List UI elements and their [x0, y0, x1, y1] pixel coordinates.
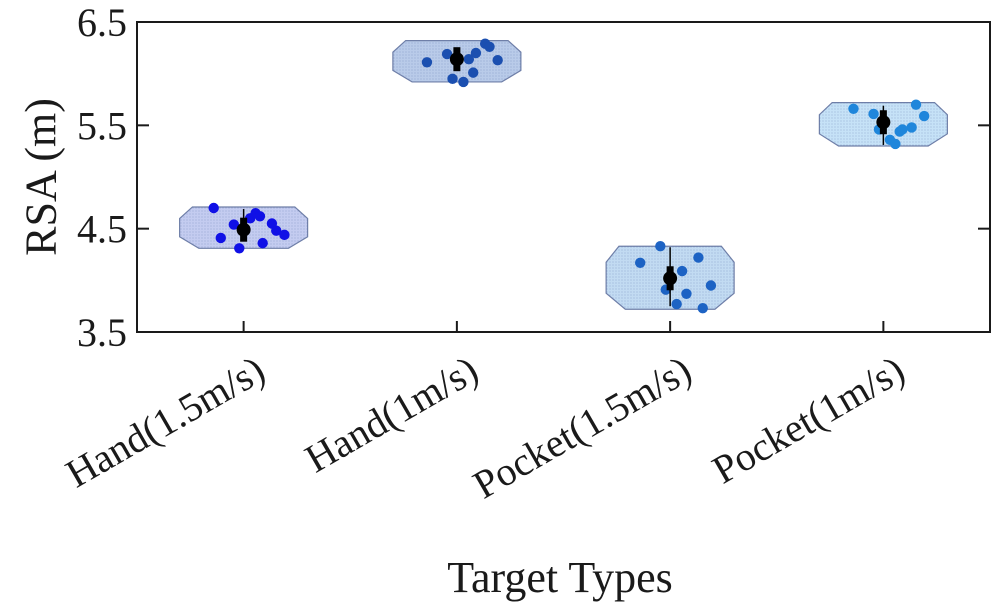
- data-point: [234, 243, 245, 254]
- y-axis: 3.5 4.5 5.5 6.5: [77, 0, 990, 355]
- data-point: [271, 225, 282, 236]
- data-point: [868, 108, 879, 120]
- data-point: [848, 103, 859, 115]
- y-axis-title: RSA (m): [16, 98, 65, 256]
- data-point: [458, 76, 469, 88]
- data-point: [208, 202, 219, 214]
- data-point: [447, 73, 458, 85]
- data-point: [470, 47, 482, 59]
- data-point: [655, 241, 666, 252]
- mean-marker: [236, 222, 251, 237]
- data-point: [671, 298, 682, 310]
- data-point: [635, 257, 646, 268]
- data-point: [215, 232, 226, 244]
- data-point: [492, 55, 503, 66]
- data-point: [681, 288, 692, 299]
- data-point: [254, 211, 266, 222]
- mean-marker: [663, 271, 678, 286]
- data-point: [697, 303, 708, 314]
- data-point: [705, 280, 717, 291]
- violin-0: [179, 202, 309, 254]
- y-tick-label: 4.5: [77, 207, 127, 252]
- violin-3: [818, 99, 948, 150]
- data-point: [228, 219, 240, 230]
- data-point: [467, 67, 479, 78]
- data-point: [257, 237, 268, 249]
- data-point: [918, 110, 930, 122]
- data-point: [463, 54, 475, 65]
- data-point: [484, 41, 495, 52]
- x-tick-label: Pocket(1m/s): [705, 347, 912, 493]
- x-axis: Hand(1.5m/s)Hand(1m/s)Pocket(1.5m/s)Pock…: [58, 321, 912, 507]
- data-point: [910, 99, 922, 110]
- mean-marker: [876, 115, 891, 130]
- y-tick-label: 5.5: [77, 103, 127, 148]
- y-tick-label: 3.5: [77, 310, 127, 355]
- data-point: [421, 57, 433, 68]
- data-point: [906, 122, 917, 133]
- x-tick-label: Hand(1.5m/s): [58, 347, 272, 497]
- y-tick-label: 6.5: [77, 0, 127, 45]
- data-point: [676, 265, 688, 277]
- violin-layer: [179, 38, 948, 314]
- x-tick-label: Pocket(1.5m/s): [465, 347, 698, 508]
- x-axis-title: Target Types: [447, 553, 673, 602]
- data-point: [890, 138, 901, 150]
- data-point: [693, 252, 704, 263]
- violin-2: [605, 241, 735, 314]
- violin-1: [392, 38, 522, 88]
- plot-frame: [136, 21, 991, 333]
- data-point: [897, 124, 908, 135]
- mean-marker: [449, 52, 464, 67]
- data-point: [279, 229, 290, 241]
- x-tick-label: Hand(1m/s): [297, 347, 485, 482]
- data-point: [441, 48, 453, 60]
